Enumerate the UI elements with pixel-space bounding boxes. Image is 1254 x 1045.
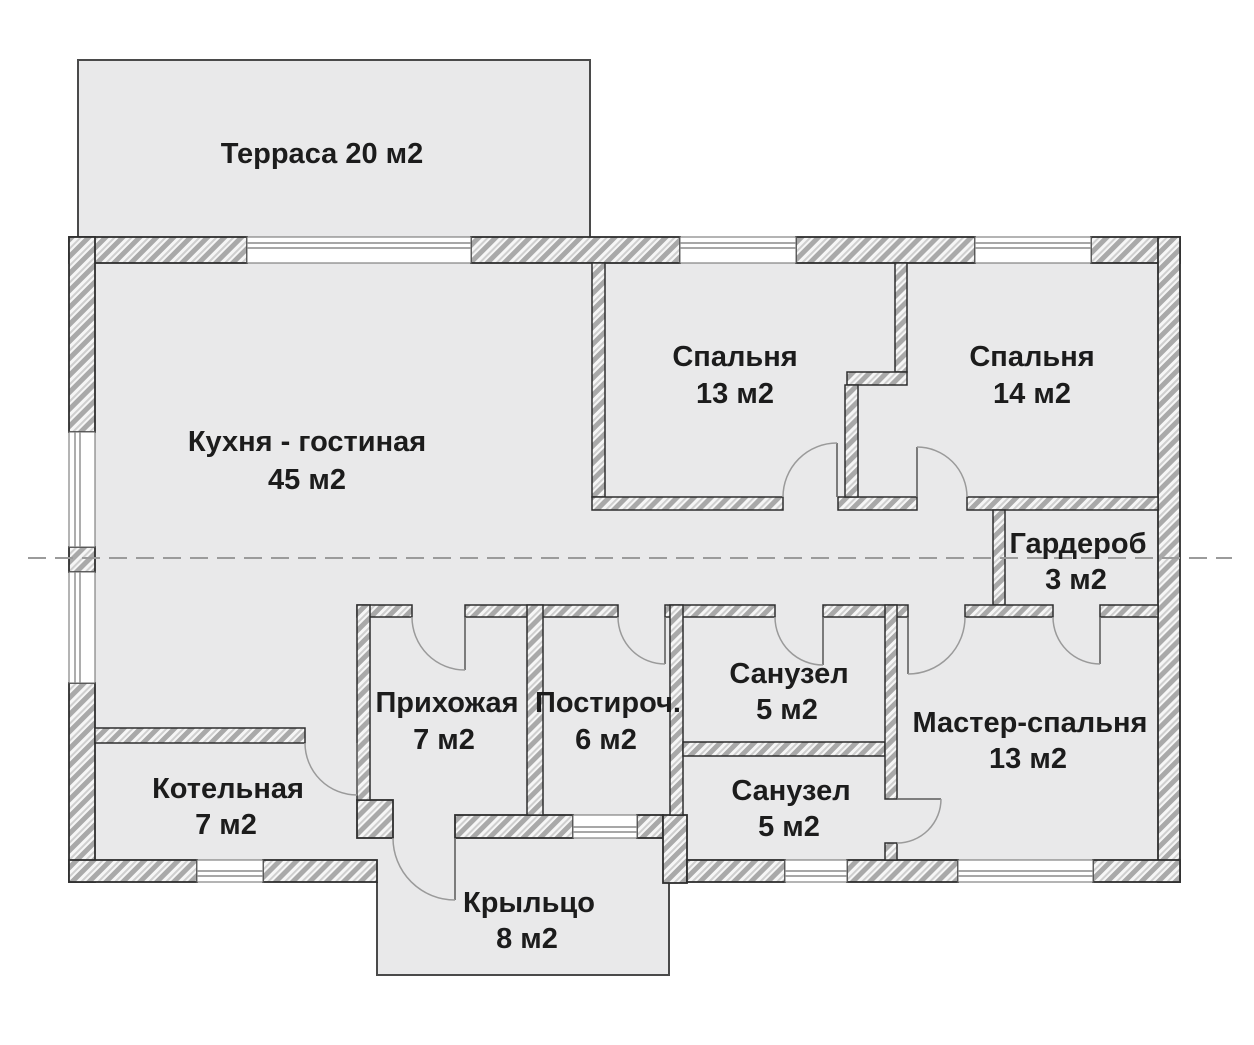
window <box>974 236 1092 264</box>
wall-segment <box>964 604 1054 618</box>
door <box>907 616 966 675</box>
door <box>1052 616 1101 665</box>
room-label-bedroom-1-name: Спальня <box>672 341 797 373</box>
wall-segment <box>686 859 786 883</box>
wall-segment <box>470 236 681 264</box>
wall-segment <box>884 604 898 800</box>
room-label-terrace: Терраса 20 м2 <box>221 138 424 170</box>
door <box>392 837 456 901</box>
room-label-hallway-name: Прихожая <box>375 687 518 719</box>
room-label-kitchen-living-name: Кухня - гостиная <box>188 426 426 458</box>
room-labels: Терраса 20 м2 Кухня - гостиная 45 м2 Спа… <box>152 138 1147 955</box>
wall-segment <box>1099 604 1159 618</box>
room-label-master-bedroom-area: 13 м2 <box>989 743 1067 775</box>
room-label-bathroom-1-name: Санузел <box>729 658 848 690</box>
wall-segment <box>846 371 908 386</box>
room-label-porch-area: 8 м2 <box>496 923 558 955</box>
wall-segment <box>591 496 784 511</box>
room-label-master-bedroom-name: Мастер-спальня <box>913 707 1148 739</box>
wall-segment <box>795 236 976 264</box>
window <box>68 431 96 548</box>
room-label-wardrobe-name: Гардероб <box>1009 528 1146 560</box>
door <box>916 446 968 498</box>
wall-segment <box>966 496 1159 511</box>
room-label-bathroom-1-area: 5 м2 <box>756 694 818 726</box>
room-label-laundry-area: 6 м2 <box>575 724 637 756</box>
room-label-bathroom-2-name: Санузел <box>731 775 850 807</box>
room-label-bedroom-2-name: Спальня <box>969 341 1094 373</box>
window <box>679 236 797 264</box>
wall-segment <box>526 604 544 816</box>
door <box>411 616 466 671</box>
wall-segment <box>262 859 378 883</box>
wall-segment <box>682 741 886 757</box>
windows <box>68 236 1094 883</box>
wall-segment <box>68 546 96 573</box>
window <box>196 859 264 883</box>
wall-segment <box>591 262 606 498</box>
wall-segment <box>94 727 306 744</box>
wall-segment <box>662 814 688 884</box>
room-label-laundry-name: Постироч. <box>535 687 681 719</box>
door <box>774 616 824 666</box>
wall-segment <box>837 496 918 511</box>
door <box>617 616 666 665</box>
wall-segment <box>356 799 394 839</box>
wall-segment <box>68 236 96 433</box>
window <box>246 236 472 264</box>
wall-segment <box>894 262 908 373</box>
doors <box>304 442 1101 901</box>
window <box>957 859 1094 883</box>
room-label-kitchen-living-area: 45 м2 <box>268 464 346 496</box>
room-label-bedroom-1-area: 13 м2 <box>696 378 774 410</box>
wall-segment <box>1092 859 1181 883</box>
window <box>572 814 638 839</box>
wall-segment <box>454 814 574 839</box>
window <box>68 571 96 684</box>
door <box>782 442 838 498</box>
room-label-boiler-name: Котельная <box>152 773 304 805</box>
wall-segment <box>636 814 664 839</box>
door <box>304 742 358 796</box>
wall-segment <box>68 236 248 264</box>
room-label-wardrobe-area: 3 м2 <box>1045 564 1107 596</box>
room-label-porch-name: Крыльцо <box>463 887 595 919</box>
window <box>784 859 848 883</box>
wall-segment <box>844 384 859 498</box>
door <box>896 798 942 844</box>
room-label-hallway-area: 7 м2 <box>413 724 475 756</box>
wall-segment <box>356 604 371 801</box>
room-label-bedroom-2-area: 14 м2 <box>993 378 1071 410</box>
interior-walls <box>94 262 1159 861</box>
wall-segment <box>884 842 898 861</box>
terrace-slab <box>77 59 591 239</box>
wall-segment <box>664 604 776 618</box>
wall-segment <box>68 859 198 883</box>
wall-segment <box>669 604 684 816</box>
room-label-bathroom-2-area: 5 м2 <box>758 811 820 843</box>
room-label-boiler-area: 7 м2 <box>195 809 257 841</box>
wall-segment <box>68 682 96 883</box>
wall-segment <box>1157 236 1181 883</box>
wall-segment <box>846 859 959 883</box>
exterior-walls <box>68 236 1181 884</box>
